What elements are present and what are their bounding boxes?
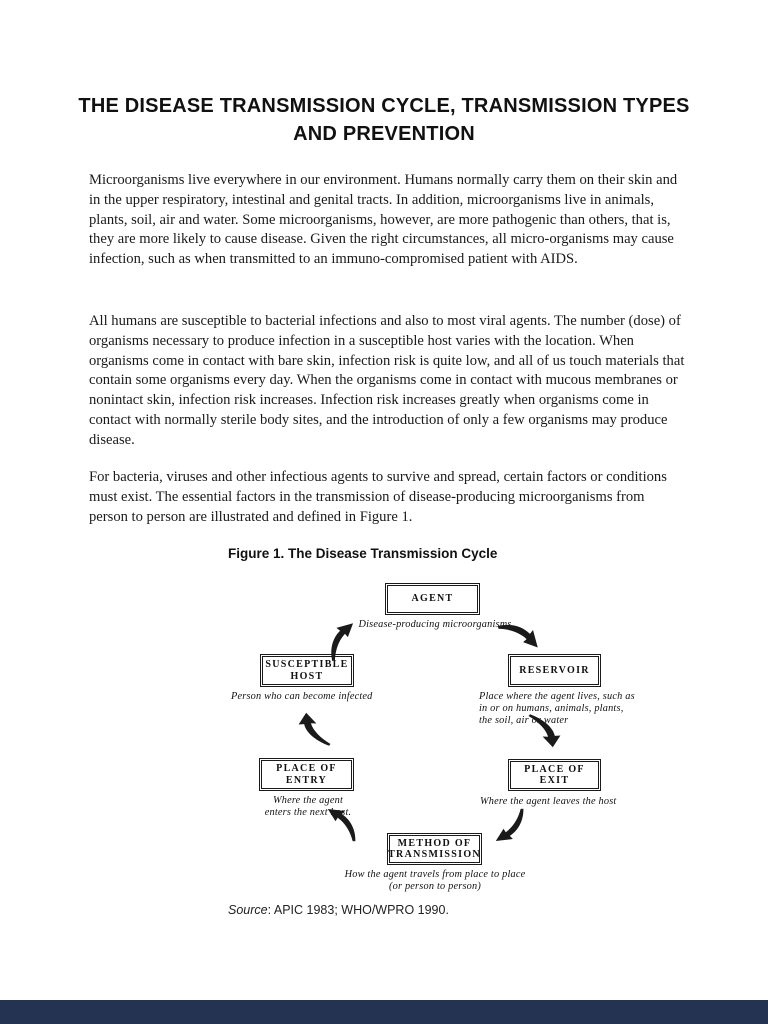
caption-reservoir-line1: Place where the agent lives, such as [479,691,635,702]
caption-entry-line2: enters the next host. [264,807,352,818]
node-host-label-line2: HOST [290,670,324,682]
node-method-of-transmission-label: METHOD OF TRANSMISSION [388,835,481,863]
caption-reservoir: Place where the agent lives, such as in … [479,691,654,727]
paragraph-susceptibility: All humans are susceptible to bacterial … [89,313,685,448]
node-place-of-exit: PLACE OF EXIT [508,759,601,791]
title-line-2: AND PREVENTION [293,123,475,145]
caption-agent: Disease-producing microorganisms [358,619,512,630]
node-place-of-exit-label-line2: EXIT [539,775,570,786]
arrow-exit-to-method-icon [485,805,536,846]
caption-susceptible-host: Person who can become infected [231,691,373,702]
node-method-label-line1: METHOD OF [397,837,472,849]
figure-caption: Figure 1. The Disease Transmission Cycle [228,546,498,561]
source-text: : APIC 1983; WHO/WPRO 1990. [267,903,449,917]
caption-reservoir-line2: in or on humans, animals, plants, [479,703,624,714]
node-place-of-exit-label-line1: PLACE OF [524,763,585,775]
caption-method-line1: How the agent travels from place to plac… [344,869,526,880]
node-reservoir-label: RESERVOIR [510,656,599,685]
node-place-of-entry-label-line1: PLACE OF [276,763,337,774]
node-method-of-transmission: METHOD OF TRANSMISSION [387,833,482,865]
arrow-reservoir-to-exit-icon [521,711,564,751]
node-place-of-exit-label: PLACE OF EXIT [510,761,599,789]
node-place-of-entry-label: PLACE OF ENTRY [261,760,352,789]
node-host-label-line1: SUSCEPTIBLE [265,659,349,670]
node-method-label-line2: TRANSMISSION [388,849,481,860]
arrow-entry-to-host-icon [294,709,337,749]
node-agent-label: AGENT [387,585,478,613]
caption-reservoir-line3: the soil, air or water [479,715,569,726]
source-note: Source: APIC 1983; WHO/WPRO 1990. [228,903,449,917]
title-line-1: THE DISEASE TRANSMISSION CYCLE, TRANSMIS… [78,95,690,117]
caption-entry-line1: Where the agent [272,795,344,806]
paragraph-transmission-factors: For bacteria, viruses and other infectio… [89,469,667,525]
caption-place-of-exit: Where the agent leaves the host [480,796,617,807]
source-label: Source [228,903,268,917]
arrow-method-to-entry-icon [317,803,368,844]
node-place-of-entry: PLACE OF ENTRY [259,758,354,791]
node-reservoir-label-line: RESERVOIR [519,664,590,676]
viewer-footer-bar [0,1000,768,1024]
arrow-agent-to-reservoir-icon [494,608,545,664]
node-agent-label-line: AGENT [411,593,454,605]
caption-method-of-transmission: How the agent travels from place to plac… [343,869,527,893]
arrow-host-to-agent-icon [315,617,368,665]
node-place-of-entry-label-line2: ENTRY [285,774,328,786]
node-susceptible-host: SUSCEPTIBLE HOST [260,654,354,687]
node-agent: AGENT [385,583,480,615]
caption-method-line2: (or person to person) [388,881,481,892]
caption-place-of-entry: Where the agent enters the next host. [258,795,358,819]
node-susceptible-host-label: SUSCEPTIBLE HOST [262,656,352,685]
node-reservoir: RESERVOIR [508,654,601,687]
paragraph-microorganisms: Microorganisms live everywhere in our en… [89,172,678,268]
page-title: THE DISEASE TRANSMISSION CYCLE, TRANSMIS… [0,92,768,148]
